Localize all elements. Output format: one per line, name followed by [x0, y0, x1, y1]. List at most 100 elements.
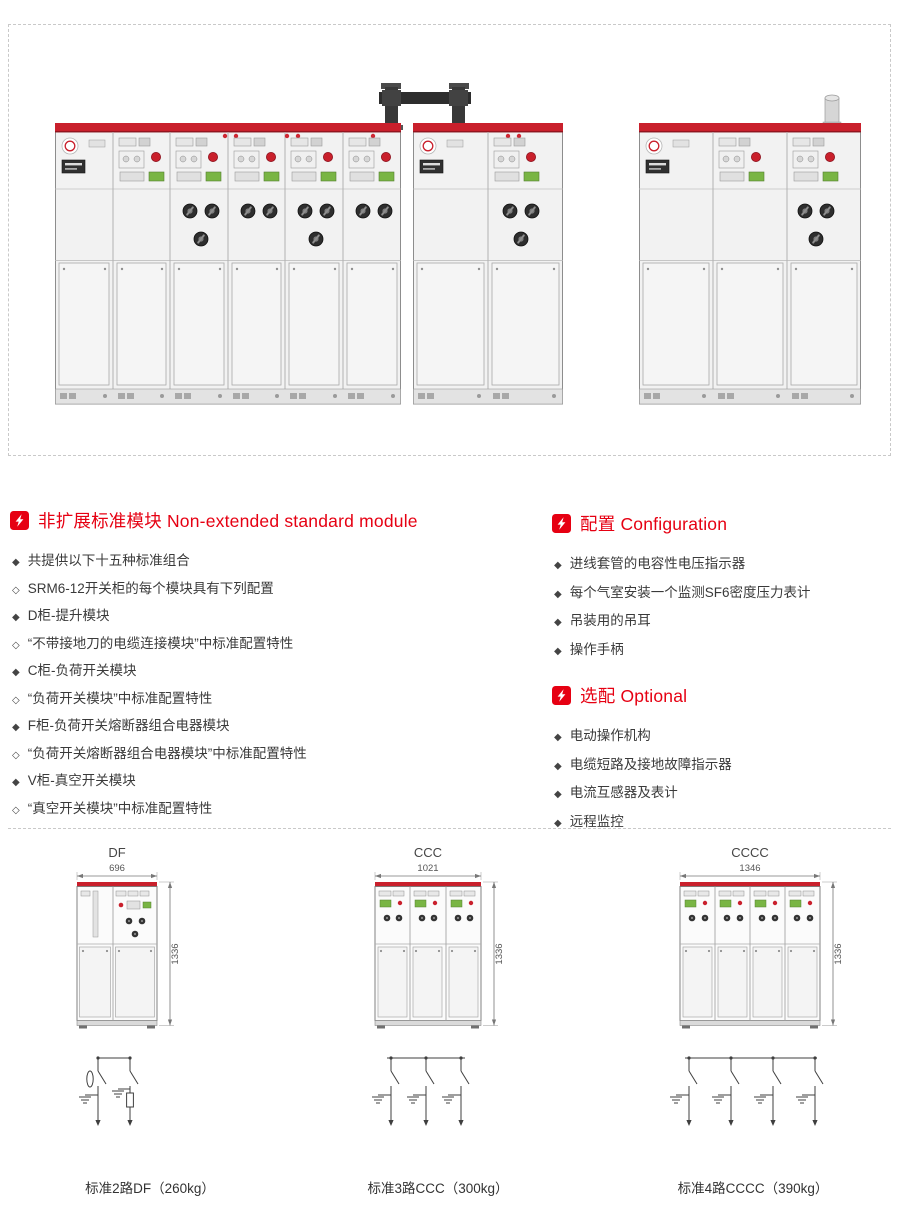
- feature-text: 电缆短路及接地故障指示器: [569, 756, 732, 772]
- cabinet-front: [679, 882, 821, 1029]
- feature-text: C柜-负荷开关模块: [27, 663, 137, 678]
- cabinet-red-top: [55, 123, 401, 132]
- drawing-caption: 标准2路DF（260kg）: [85, 1181, 215, 1196]
- schematic-df: [78, 1056, 139, 1126]
- height-dimension: [822, 881, 837, 1026]
- feature-text: F柜-负荷开关熔断器组合电器模块: [27, 718, 230, 733]
- drawing-label: CCC: [414, 845, 442, 860]
- feature-item: ◆ 吊装用的吊耳: [554, 608, 897, 637]
- config-optional-column: 配置 Configuration ◆ 进线套管的电容性电压指示器 ◆每个气室安装一…: [552, 511, 897, 837]
- bullet-marker: ◆: [554, 732, 562, 743]
- drawing-caption: 标准4路CCCC（390kg）: [677, 1181, 829, 1196]
- drawing-ccc-figure: CCC 1021: [371, 845, 505, 1126]
- switchgear-photo-group-middle: [413, 123, 563, 405]
- section-badge-icon: [10, 511, 29, 530]
- schematic-cccc: [669, 1056, 824, 1126]
- feature-text: 共提供以下十五种标准组合: [27, 553, 190, 568]
- bullet-marker: ◆: [554, 645, 562, 657]
- feature-text: 远程监控: [569, 813, 624, 829]
- feature-text: “负荷开关熔断器组合电器模块”中标准配置特性: [27, 745, 307, 761]
- bullet-marker: ◆: [12, 557, 20, 568]
- feature-item: ◆ D柜-提升模块: [12, 603, 540, 631]
- bullet-marker: ◆: [554, 789, 562, 800]
- config-list: ◆ 进线套管的电容性电压指示器 ◆每个气室安装一个监测SF6密度压力表计 ◆ 吊装用…: [554, 551, 897, 665]
- feature-item: ◆ V柜-真空开关模块: [12, 768, 540, 796]
- feature-text: 进线套管的电容性电压指示器: [569, 556, 746, 571]
- drawing-label: CCCC: [731, 845, 769, 860]
- module-feature-list: ◆共提供以下十五种标准组合 ◇SRM6-12开关柜的每个模块具有下列配置 ◆D柜…: [12, 548, 540, 823]
- section-title-text: 选配 Optional: [580, 686, 688, 706]
- width-dimension: [679, 872, 821, 880]
- feature-item: ◇ “真空开关模块”中标准配置特性: [12, 796, 540, 824]
- module-section: 非扩展标准模块 Non-extended standard module ◆ 共提…: [10, 508, 540, 823]
- height-dimension-value: 1336: [494, 943, 505, 964]
- width-dimension-value: 696: [109, 863, 125, 874]
- cabinet-front: [76, 882, 158, 1029]
- optional-section-title: 选配 Optional: [552, 683, 897, 708]
- feature-item: ◇SRM6-12开关柜的每个模块具有下列配置: [12, 576, 540, 604]
- width-dimension: [374, 872, 482, 880]
- feature-item: ◇ “负荷开关熔断器组合电器模块”中标准配置特性: [12, 741, 540, 769]
- feature-text: 操作手柄: [569, 641, 624, 657]
- feature-text: 电流互感器及表计: [569, 785, 678, 800]
- bullet-marker: ◇: [12, 694, 20, 706]
- feature-text: 吊装用的吊耳: [569, 613, 651, 628]
- feature-text: V柜-真空开关模块: [27, 773, 136, 788]
- feature-item: ◆ 电缆短路及接地故障指示器: [554, 752, 897, 781]
- feature-text: “负荷开关模块”中标准配置特性: [27, 690, 213, 706]
- feature-item: ◆ C柜-负荷开关模块: [12, 658, 540, 686]
- feature-text: “不带接地刀的电缆连接模块”中标准配置特性: [27, 635, 294, 651]
- drawing-ccc: CCC 1021: [325, 843, 551, 1197]
- bullet-marker: ◆: [12, 667, 20, 678]
- section-badge-icon: [552, 514, 571, 533]
- panel-seams: [55, 132, 401, 404]
- feature-text: “真空开关模块”中标准配置特性: [27, 800, 213, 816]
- module-section-title: 非扩展标准模块 Non-extended standard module: [10, 508, 540, 533]
- bullet-marker: ◆: [554, 588, 562, 600]
- section-badge-icon: [552, 686, 571, 705]
- drawing-caption: 标准3路CCC（300kg）: [367, 1181, 509, 1196]
- bullet-marker: ◆: [12, 722, 20, 733]
- dimension-drawings-panel: DF 696: [8, 828, 891, 1207]
- bullet-marker: ◆: [12, 777, 20, 788]
- optional-list: ◆电动操作机构 ◆ 电缆短路及接地故障指示器 ◆ 电流互感器及表计 ◆ 远程监控: [554, 723, 897, 837]
- busbar-pipes: [379, 83, 471, 131]
- width-dimension-value: 1021: [417, 863, 438, 874]
- height-dimension: [159, 881, 174, 1026]
- switchgear-photo-group-left: [55, 123, 401, 405]
- cabinet-base: [55, 388, 401, 405]
- height-dimension: [483, 881, 498, 1026]
- bullet-marker: ◆: [554, 617, 562, 628]
- config-section-title: 配置 Configuration: [552, 511, 897, 536]
- bullet-marker: ◇: [12, 749, 20, 761]
- width-dimension-value: 1346: [739, 863, 760, 874]
- bullet-marker: ◆: [554, 760, 562, 772]
- bullet-marker: ◆: [12, 612, 20, 623]
- feature-text: SRM6-12开关柜的每个模块具有下列配置: [27, 580, 274, 596]
- top-bushing-icon: [822, 94, 842, 127]
- width-dimension: [76, 872, 158, 880]
- product-photo-panel: [8, 24, 891, 456]
- feature-item: ◆电动操作机构: [554, 723, 897, 752]
- feature-item: ◆ 远程监控: [554, 809, 897, 838]
- schematic-ccc: [371, 1056, 470, 1126]
- bullet-marker: ◆: [554, 560, 562, 571]
- feature-item: ◆ F柜-负荷开关熔断器组合电器模块: [12, 713, 540, 741]
- feature-item: ◆ 操作手柄: [554, 637, 897, 666]
- drawing-df-figure: DF 696: [76, 845, 181, 1126]
- drawing-cccc-figure: CCCC 1346: [669, 845, 844, 1126]
- feature-item: ◆ 共提供以下十五种标准组合: [12, 548, 540, 576]
- bullet-marker: ◇: [12, 639, 20, 651]
- bullet-marker: ◆: [554, 817, 562, 829]
- drawing-cccc: CCCC 1346: [635, 843, 871, 1197]
- feature-text: D柜-提升模块: [27, 608, 110, 623]
- feature-item: ◆ 电流互感器及表计: [554, 780, 897, 809]
- feature-item: ◆ 进线套管的电容性电压指示器: [554, 551, 897, 580]
- height-dimension-value: 1336: [833, 943, 844, 964]
- section-title-text: 配置 Configuration: [580, 514, 728, 534]
- switchgear-photo-group-right: [639, 123, 861, 405]
- feature-item: ◆每个气室安装一个监测SF6密度压力表计: [554, 580, 897, 609]
- section-title-text: 非扩展标准模块 Non-extended standard module: [38, 511, 418, 531]
- height-dimension-value: 1336: [170, 943, 181, 964]
- bullet-marker: ◇: [12, 804, 20, 816]
